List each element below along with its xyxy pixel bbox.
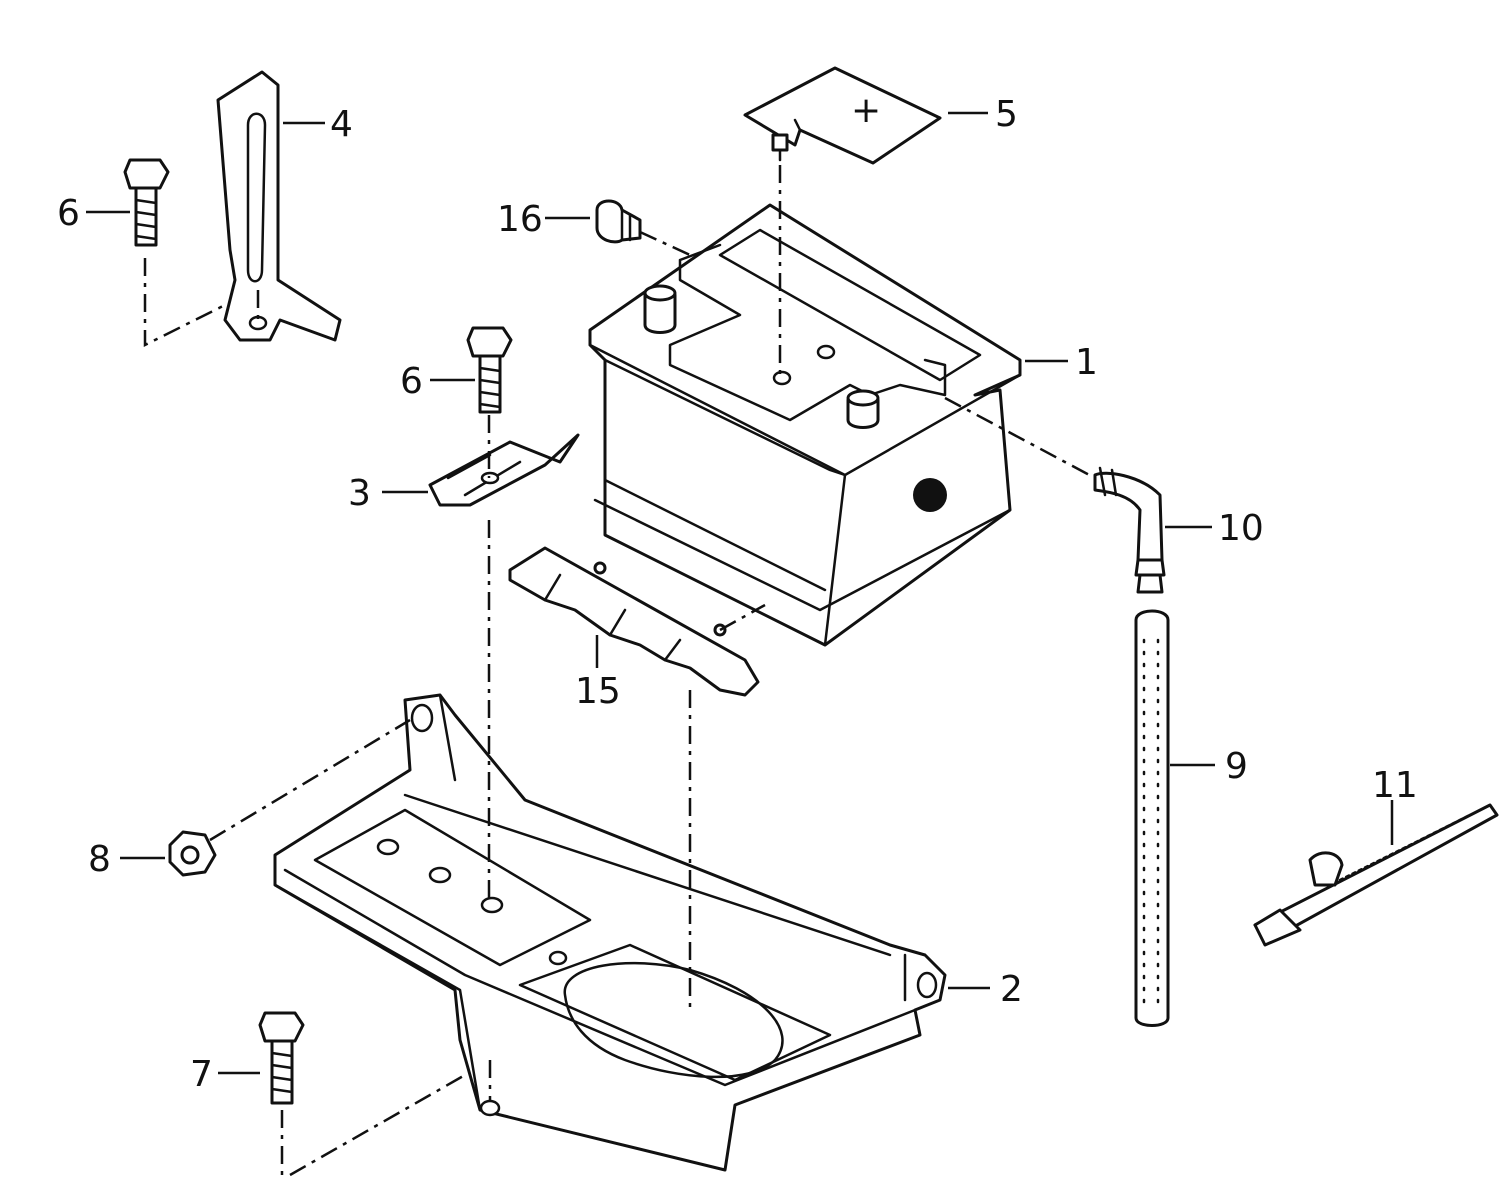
bolt-upper-left	[123, 158, 170, 247]
callout-16: 16	[497, 199, 543, 240]
battery-tray	[273, 693, 947, 1172]
terminal-cover: +	[743, 66, 942, 165]
cable-tie	[1253, 803, 1499, 947]
bolt-lower	[258, 1011, 305, 1105]
bolt-middle	[466, 326, 513, 414]
callout-10: 10	[1218, 508, 1264, 549]
tray-mount-hole-right	[916, 971, 938, 999]
callout-11: 11	[1372, 765, 1418, 806]
vent-plug	[595, 199, 642, 244]
callout-6-middle: 6	[400, 361, 423, 402]
clamp-plate	[428, 433, 580, 507]
callout-15: 15	[575, 671, 621, 712]
callout-8: 8	[88, 839, 111, 880]
tray-mount-hole-left	[410, 703, 434, 733]
vent-hose	[1134, 609, 1170, 1027]
callout-4: 4	[330, 104, 353, 145]
battery-bracket	[216, 70, 342, 342]
callout-7: 7	[190, 1054, 213, 1095]
callout-3: 3	[348, 473, 371, 514]
callout-6-upper: 6	[57, 193, 80, 234]
callout-2: 2	[1000, 969, 1023, 1010]
callout-1: 1	[1075, 342, 1098, 383]
battery	[588, 203, 1022, 647]
vent-elbow	[1093, 466, 1166, 594]
flange-nut	[168, 830, 217, 877]
hold-down-wedge	[508, 546, 760, 697]
terminal-cover-plus-symbol: +	[851, 90, 881, 131]
callout-9: 9	[1225, 746, 1248, 787]
battery-indicator-dot	[913, 478, 947, 512]
callout-5: 5	[995, 94, 1018, 135]
